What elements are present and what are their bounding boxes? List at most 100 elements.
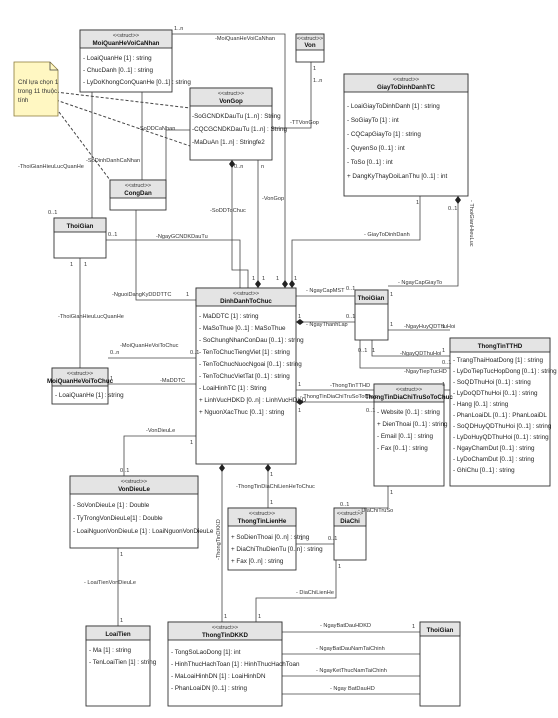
class-thongtintthd[interactable]: ThongTinTTHD - TrangThaiHoatDong [1] : s… xyxy=(449,337,557,487)
class-vongop[interactable]: <<struct>> VonGop -SoGCNDKDauTu [1..n] :… xyxy=(189,87,287,161)
note-line-1: Chỉ lựa chọn 1 xyxy=(18,79,59,86)
label-maddtc: -MaDDTC xyxy=(160,378,185,384)
class-dinhdanhtochuc[interactable]: <<struct>> DinhDanhToChuc - MaDDTC [1] :… xyxy=(195,287,307,465)
class-congdan[interactable]: <<struct>> CongDan xyxy=(109,179,167,211)
class-thongtinlienhe[interactable]: <<struct>> ThongTinLienHe + SoDienThoai … xyxy=(227,507,323,571)
class-stereotype: <<struct>> xyxy=(297,36,323,42)
mult: 1 xyxy=(70,262,73,268)
class-attr: - SoChungNhanConDau [0..1] : string xyxy=(199,337,304,344)
class-name: MoiQuanHeVoiCaNhan xyxy=(93,40,160,47)
diamond-2 xyxy=(255,280,261,288)
mult: 0..1 xyxy=(358,348,367,354)
mult: 1 xyxy=(416,200,419,206)
mult: n xyxy=(261,164,264,170)
class-attr: - TenToChucNuocNgoai [0..1] : string xyxy=(199,361,302,368)
label-diachilienhe: - DiaChiLienHe xyxy=(296,590,334,596)
class-attr: - TenToChucVietTat [0..1] : string xyxy=(199,373,290,380)
label-ngaytieptuchd: -NgayTiepTucHD xyxy=(404,369,447,375)
class-giaytodinhdanhtc[interactable]: <<struct>> GiayToDinhDanhTC - LoaiGiayTo… xyxy=(343,73,469,197)
assoc-ngayqdthuhoi xyxy=(371,340,450,357)
class-name: Von xyxy=(304,42,315,49)
class-moiquanhevoitochuc[interactable]: <<struct>> MoiQuanHeVoiToChuc - LoaiQuan… xyxy=(47,367,124,405)
class-name: DiaChi xyxy=(340,518,360,525)
class-attr: - TyTrongVonDieuLe[1] : Double xyxy=(73,515,163,522)
class-stereotype: <<struct>> xyxy=(121,479,147,485)
class-attr: - SoQDHuyQDThuHoi [0..1] : string xyxy=(453,423,552,430)
class-name: ThongTinDiaChiTruSoToChuc xyxy=(365,394,453,401)
label-thoigianhieuluc: - ThoiGianHieuLuc xyxy=(468,200,474,247)
class-thoigian-bottom[interactable]: ThoiGian xyxy=(419,621,461,707)
assoc-diachilienhe xyxy=(255,560,337,622)
assoc-vondieule xyxy=(123,435,196,476)
class-name: ThoiGian xyxy=(427,627,454,634)
class-thoigian-left[interactable]: ThoiGian xyxy=(53,217,107,259)
mult: 0..1 xyxy=(366,408,375,414)
label-ngaycapmst: - NgayCapMST xyxy=(306,288,345,294)
label-giaytodinhdanh: - GiayToDinhDanh xyxy=(364,232,410,238)
mult: 1 xyxy=(120,618,123,624)
mult: 1 xyxy=(120,552,123,558)
class-stereotype: <<struct>> xyxy=(249,511,275,517)
class-attr: - MaDDTC [1] : string xyxy=(199,313,259,320)
mult: 0..1 xyxy=(120,468,129,474)
class-thongtindiachitrusotochuc[interactable]: <<struct>> ThongTinDiaChiTruSoToChuc - W… xyxy=(365,383,453,487)
class-vondieule[interactable]: <<struct>> VonDieuLe - SoVonDieuLe [1] :… xyxy=(69,475,214,549)
class-name: GiayToDinhDanhTC xyxy=(377,84,436,91)
class-thoigian-mid[interactable]: ThoiGian xyxy=(354,289,389,341)
label-ngaycapgiayto: - NgayCapGiayTo xyxy=(398,280,442,286)
mult: 1 xyxy=(84,262,87,268)
label-thongtindiachitrusotochuc: - ThongTinDiaChiTruSoToChuc xyxy=(300,394,378,400)
class-attr: - TongSoLaoDong [1]: int xyxy=(171,649,241,656)
mult: 1 xyxy=(300,536,303,542)
mult: 0..1 xyxy=(442,360,451,366)
note-line-2: trong 11 thuộc xyxy=(18,88,57,95)
class-attr: - QuyenSo [0..1] : int xyxy=(347,145,405,152)
class-attr: - SoQDThuHoi [0..1] : string xyxy=(453,379,531,386)
class-attr: - PhanLoaiDN [0..1] : string xyxy=(171,685,247,692)
class-attr: - LyDoHuyQDThuHoi [0..1] : string xyxy=(453,434,549,441)
class-attr: + NguonXacThuc [0..1] : string xyxy=(199,409,285,416)
composition-diamonds xyxy=(219,160,461,472)
assoc-ngaygcndk xyxy=(106,239,241,288)
class-attr: - ChucDanh [0..1] : string xyxy=(83,67,153,74)
mult: 1 xyxy=(270,500,273,506)
class-attr: - SoVonDieuLe [1] : Double xyxy=(73,502,150,509)
class-name: CongDan xyxy=(124,190,152,197)
note-connector-3 xyxy=(55,107,111,181)
class-thongtindkkd[interactable]: <<struct>> ThongTinDKKD - TongSoLaoDong … xyxy=(167,621,300,707)
class-diachi[interactable]: <<struct>> DiaChi xyxy=(333,507,367,561)
mult: 1 xyxy=(372,348,375,354)
class-name: ThongTinDKKD xyxy=(202,632,248,639)
class-attr: + DienThoai [0..1] : string xyxy=(377,421,448,428)
class-stereotype: <<struct>> xyxy=(396,387,422,393)
mult: 0..1 xyxy=(346,286,355,292)
class-attr: -SoGCNDKDauTu [1..n] : String xyxy=(192,113,281,120)
class-attr: + DiaChiThuDienTu [0..n] : string xyxy=(231,546,323,553)
class-attr: - TrangThaiHoatDong [1] : string xyxy=(453,357,543,364)
class-moiquanhevoicanhan[interactable]: <<struct>> MoiQuanHeVoiCaNhan - LoaiQuan… xyxy=(79,29,191,93)
class-stereotype: <<struct>> xyxy=(125,183,151,189)
mult: 1 xyxy=(298,314,301,320)
assoc-diachitruso xyxy=(352,486,389,509)
label-ngaybatdaunamtaichinh: - NgayBatDauNamTaiChinh xyxy=(316,646,385,652)
class-attr: -CQCGCNDKDauTu [1..n] : String xyxy=(192,126,287,133)
class-stereotype: <<struct>> xyxy=(113,33,139,39)
class-attr: - PhanLoaiDL [0..1] : PhanLoaiDL xyxy=(453,412,547,419)
mult: 1 xyxy=(258,614,261,620)
class-von[interactable]: <<struct>> Von xyxy=(295,33,325,63)
class-attr: - LyDoKhongConQuanHe [0..1] : string xyxy=(83,79,191,86)
diamond-6 xyxy=(265,464,271,472)
class-stereotype: <<struct>> xyxy=(67,371,93,377)
mult: 1 xyxy=(442,324,445,330)
label-moiquanhevoicanhan: -MoiQuanHeVoiCaNhan xyxy=(215,36,275,42)
class-loaitien[interactable]: LoaiTien - Ma [1] : string - TenLoaiTien… xyxy=(85,625,157,707)
class-name: VonGop xyxy=(219,98,243,105)
mult: 1 xyxy=(338,564,341,570)
class-stereotype: <<struct>> xyxy=(218,91,244,97)
mult: 1 xyxy=(110,376,113,382)
multiplicities: 1..n 1 1..n n 0..n 1 1 1 1 0..1 0..1 1 1… xyxy=(48,26,457,630)
mult: 1 xyxy=(298,408,301,414)
label-soddcanhan: -SoDDCaNhan xyxy=(138,126,175,132)
association-lines xyxy=(55,33,459,695)
mult: 1 xyxy=(224,614,227,620)
